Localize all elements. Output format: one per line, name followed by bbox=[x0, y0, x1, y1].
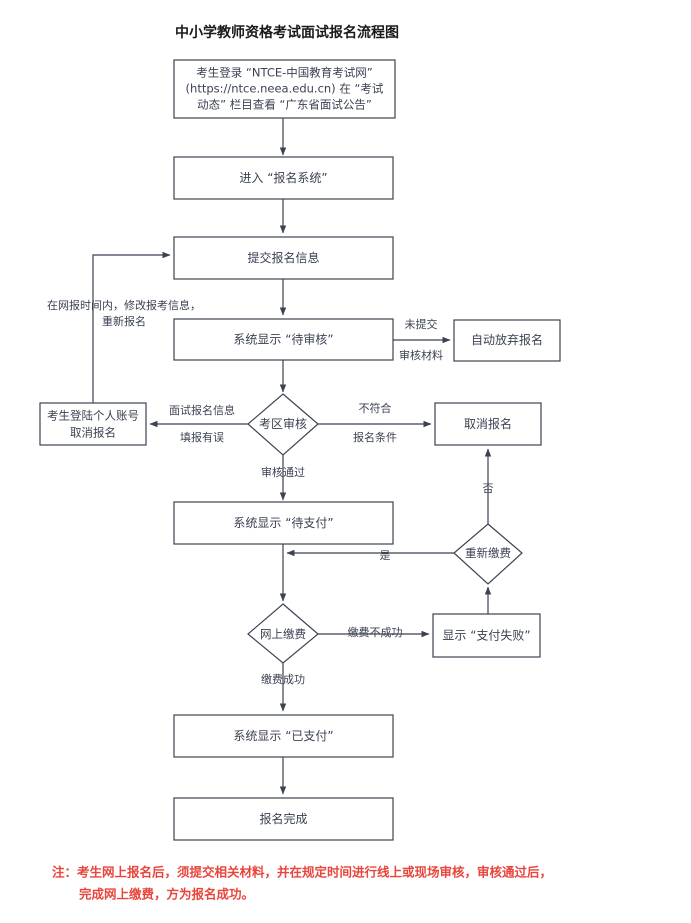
node-login-line3: 动态” 栏目查看 “广东省面试公告” bbox=[197, 98, 372, 112]
edge-label-info-wrong-line1: 面试报名信息 bbox=[169, 403, 235, 417]
edge-label-not-qualified-line2: 报名条件 bbox=[353, 430, 397, 444]
edge-labels-layer: 在网报时间内，修改报考信息， 重新报名 未提交 审核材料 面试报名信息 填报有误… bbox=[47, 298, 494, 686]
node-complete-label: 报名完成 bbox=[259, 811, 307, 826]
node-pending-review[interactable]: 系统显示 “待审核” bbox=[173, 318, 394, 361]
node-pending-review-shape bbox=[173, 318, 394, 361]
node-submit-info-label: 提交报名信息 bbox=[247, 250, 319, 265]
node-complete[interactable]: 报名完成 bbox=[173, 797, 394, 841]
node-online-payment-shape bbox=[247, 603, 319, 664]
node-cancel-by-self[interactable]: 考生登陆个人账号 取消报名 bbox=[39, 402, 147, 446]
edges-layer bbox=[92, 118, 492, 795]
node-payment-failed-shape bbox=[432, 613, 541, 658]
edge-label-not-submitted-line1: 未提交 bbox=[405, 317, 438, 331]
node-login-line1: 考生登录 “NTCE-中国教育考试网” bbox=[196, 66, 372, 80]
footer-note: 注：考生网上报名后，须提交相关材料，并在规定时间进行线上或现场审核，审核通过后，… bbox=[52, 865, 552, 902]
node-login-shape bbox=[173, 59, 396, 119]
edge-label-not-qualified-line1: 不符合 bbox=[359, 401, 392, 415]
node-submit-info-shape bbox=[173, 236, 394, 280]
edge-label-payment-success: 缴费成功 bbox=[261, 672, 305, 686]
node-pending-review-label: 系统显示 “待审核” bbox=[233, 332, 333, 347]
node-payment-failed[interactable]: 显示 “支付失败” bbox=[432, 613, 541, 658]
node-repay[interactable]: 重新缴费 bbox=[453, 523, 523, 585]
edge-label-repay-yes: 是 bbox=[380, 549, 391, 562]
node-enter-system[interactable]: 进入 “报名系统” bbox=[173, 156, 394, 200]
edge-label-not-submitted-line2: 审核材料 bbox=[399, 348, 443, 362]
node-paid-label: 系统显示 “已支付” bbox=[233, 729, 333, 743]
node-payment-failed-label: 显示 “支付失败” bbox=[442, 628, 530, 643]
node-exam-area-review-shape bbox=[247, 393, 319, 456]
node-online-payment-label: 网上缴费 bbox=[260, 627, 306, 641]
footer-note-line2: 完成网上缴费，方为报名成功。 bbox=[79, 887, 254, 902]
node-cancel-registration-label: 取消报名 bbox=[464, 416, 512, 431]
edge-label-info-wrong-line2: 填报有误 bbox=[180, 430, 224, 444]
node-cancel-registration[interactable]: 取消报名 bbox=[434, 402, 542, 446]
footer-note-line1: 注：考生网上报名后，须提交相关材料，并在规定时间进行线上或现场审核，审核通过后， bbox=[52, 865, 552, 880]
node-complete-shape bbox=[173, 797, 394, 841]
edge-cancel-by-self-to-submit bbox=[92, 251, 171, 403]
node-pending-payment-label: 系统显示 “待支付” bbox=[233, 516, 333, 530]
node-repay-label: 重新缴费 bbox=[465, 546, 511, 560]
node-cancel-by-self-line2: 取消报名 bbox=[70, 426, 116, 440]
node-enter-system-label: 进入 “报名系统” bbox=[239, 170, 327, 185]
edge-label-repay-no: 否 bbox=[483, 482, 494, 495]
page-title: 中小学教师资格考试面试报名流程图 bbox=[175, 24, 399, 41]
node-pending-payment[interactable]: 系统显示 “待支付” bbox=[173, 501, 394, 545]
node-login[interactable]: 考生登录 “NTCE-中国教育考试网” (https://ntce.neea.e… bbox=[173, 59, 396, 119]
node-auto-abandon-shape bbox=[453, 319, 561, 362]
edge-label-modify-line1: 在网报时间内，修改报考信息， bbox=[47, 298, 201, 312]
node-auto-abandon-label: 自动放弃报名 bbox=[471, 332, 543, 347]
node-exam-area-review-label: 考区审核 bbox=[259, 416, 307, 431]
node-submit-info[interactable]: 提交报名信息 bbox=[173, 236, 394, 280]
node-repay-shape bbox=[453, 523, 523, 585]
node-pending-payment-shape bbox=[173, 501, 394, 545]
node-cancel-by-self-shape bbox=[39, 402, 147, 446]
edge-label-review-passed: 审核通过 bbox=[261, 465, 305, 479]
node-cancel-registration-shape bbox=[434, 402, 542, 446]
node-login-line2: (https://ntce.neea.edu.cn) 在 “考试 bbox=[186, 82, 384, 96]
node-auto-abandon[interactable]: 自动放弃报名 bbox=[453, 319, 561, 362]
edge-label-payment-failed: 缴费不成功 bbox=[348, 625, 403, 639]
node-enter-system-shape bbox=[173, 156, 394, 200]
node-exam-area-review[interactable]: 考区审核 bbox=[247, 393, 319, 456]
edge-label-modify-line2: 重新报名 bbox=[102, 314, 146, 328]
node-online-payment[interactable]: 网上缴费 bbox=[247, 603, 319, 664]
node-paid-shape bbox=[173, 714, 394, 758]
node-cancel-by-self-line1: 考生登陆个人账号 bbox=[47, 409, 139, 423]
node-paid[interactable]: 系统显示 “已支付” bbox=[173, 714, 394, 758]
